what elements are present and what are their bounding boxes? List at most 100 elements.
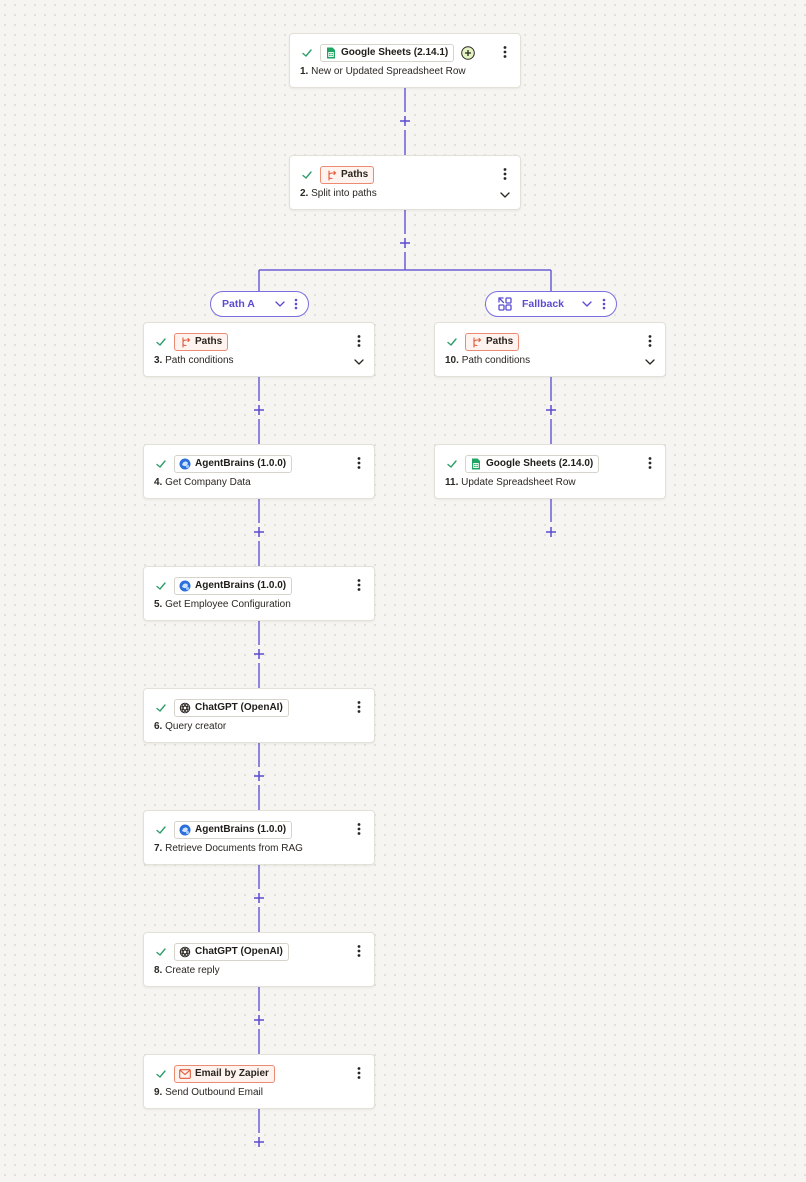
path-a-pill[interactable]: Path A bbox=[210, 291, 309, 317]
more-options-icon[interactable] bbox=[352, 454, 366, 472]
app-badge: Email by Zapier bbox=[174, 1065, 275, 1083]
app-name: AgentBrains (1.0.0) bbox=[195, 458, 287, 469]
app-badge: ChatGPT (OpenAI) bbox=[174, 699, 289, 717]
step-card-1[interactable]: Google Sheets (2.14.1) 1. New or Updated… bbox=[289, 33, 521, 88]
step-card-3[interactable]: Paths 3. Path conditions bbox=[143, 322, 375, 377]
fallback-path-pill[interactable]: Fallback bbox=[485, 291, 617, 317]
step-title: Create reply bbox=[165, 965, 220, 976]
app-badge: AgentBrains (1.0.0) bbox=[174, 821, 293, 839]
add-step-button[interactable] bbox=[251, 890, 267, 906]
check-icon bbox=[154, 701, 168, 715]
step-number: 4. bbox=[154, 477, 163, 488]
add-step-button[interactable] bbox=[397, 113, 413, 129]
more-options-icon[interactable] bbox=[498, 43, 512, 61]
step-card-8[interactable]: ChatGPT (OpenAI) 8. Create reply bbox=[143, 932, 375, 987]
check-icon bbox=[154, 823, 168, 837]
add-step-button[interactable] bbox=[543, 524, 559, 540]
step-number: 2. bbox=[300, 188, 309, 199]
step-number: 10. bbox=[445, 355, 459, 366]
step-title-row: 9. Send Outbound Email bbox=[154, 1087, 263, 1098]
step-card-2[interactable]: Paths 2. Split into paths bbox=[289, 155, 521, 210]
check-icon bbox=[154, 579, 168, 593]
path-label: Path A bbox=[222, 298, 255, 310]
step-title: Get Employee Configuration bbox=[165, 599, 291, 610]
app-badge: Google Sheets (2.14.0) bbox=[465, 455, 600, 473]
add-step-button[interactable] bbox=[251, 402, 267, 418]
step-number: 11. bbox=[445, 477, 459, 488]
chevron-down-icon[interactable] bbox=[353, 356, 365, 368]
openai-icon bbox=[179, 946, 191, 958]
fallback-icon bbox=[497, 296, 513, 312]
more-options-icon[interactable] bbox=[352, 576, 366, 594]
add-step-button[interactable] bbox=[251, 524, 267, 540]
step-title-row: 4. Get Company Data bbox=[154, 477, 251, 488]
step-card-7[interactable]: AgentBrains (1.0.0) 7. Retrieve Document… bbox=[143, 810, 375, 865]
step-number: 1. bbox=[300, 66, 309, 77]
add-step-button[interactable] bbox=[251, 768, 267, 784]
check-icon bbox=[154, 945, 168, 959]
step-title-row: 11. Update Spreadsheet Row bbox=[445, 477, 576, 488]
agentbrains-icon bbox=[179, 458, 191, 470]
step-title-row: 1. New or Updated Spreadsheet Row bbox=[300, 66, 466, 77]
app-badge: Google Sheets (2.14.1) bbox=[320, 44, 455, 62]
more-options-icon[interactable] bbox=[352, 332, 366, 350]
step-number: 3. bbox=[154, 355, 163, 366]
step-card-4[interactable]: AgentBrains (1.0.0) 4. Get Company Data bbox=[143, 444, 375, 499]
app-name: Google Sheets (2.14.1) bbox=[341, 47, 449, 58]
chevron-down-icon[interactable] bbox=[499, 189, 511, 201]
add-step-button[interactable] bbox=[397, 235, 413, 251]
app-name: Google Sheets (2.14.0) bbox=[486, 458, 594, 469]
step-title: Split into paths bbox=[311, 188, 377, 199]
step-card-10[interactable]: Paths 10. Path conditions bbox=[434, 322, 666, 377]
app-name: Paths bbox=[486, 336, 514, 347]
step-title: Path conditions bbox=[165, 355, 234, 366]
more-options-icon[interactable] bbox=[643, 454, 657, 472]
path-label: Fallback bbox=[522, 298, 565, 310]
chevron-down-icon[interactable] bbox=[644, 356, 656, 368]
chevron-down-icon[interactable] bbox=[581, 298, 593, 310]
email-icon bbox=[179, 1068, 191, 1080]
more-options-icon[interactable] bbox=[292, 297, 300, 311]
step-number: 8. bbox=[154, 965, 163, 976]
chevron-down-icon[interactable] bbox=[274, 298, 286, 310]
app-name: Email by Zapier bbox=[195, 1068, 269, 1079]
check-icon bbox=[445, 457, 459, 471]
more-options-icon[interactable] bbox=[643, 332, 657, 350]
step-title: Query creator bbox=[165, 721, 227, 732]
add-step-button[interactable] bbox=[251, 646, 267, 662]
step-card-6[interactable]: ChatGPT (OpenAI) 6. Query creator bbox=[143, 688, 375, 743]
step-title: New or Updated Spreadsheet Row bbox=[311, 66, 466, 77]
more-options-icon[interactable] bbox=[352, 1064, 366, 1082]
add-step-button[interactable] bbox=[543, 402, 559, 418]
check-icon bbox=[300, 46, 314, 60]
step-title-row: 2. Split into paths bbox=[300, 188, 377, 199]
step-title: Path conditions bbox=[461, 355, 531, 366]
more-options-icon[interactable] bbox=[352, 820, 366, 838]
check-icon bbox=[154, 457, 168, 471]
app-badge: ChatGPT (OpenAI) bbox=[174, 943, 289, 961]
check-icon bbox=[445, 335, 459, 349]
step-card-9[interactable]: Email by Zapier 9. Send Outbound Email bbox=[143, 1054, 375, 1109]
add-circle-icon[interactable] bbox=[460, 45, 476, 61]
step-number: 5. bbox=[154, 599, 163, 610]
step-number: 6. bbox=[154, 721, 163, 732]
app-badge: AgentBrains (1.0.0) bbox=[174, 577, 293, 595]
more-options-icon[interactable] bbox=[352, 942, 366, 960]
more-options-icon[interactable] bbox=[352, 698, 366, 716]
step-card-5[interactable]: AgentBrains (1.0.0) 5. Get Employee Conf… bbox=[143, 566, 375, 621]
paths-icon bbox=[470, 336, 482, 348]
google-sheets-icon bbox=[470, 458, 482, 470]
step-card-11[interactable]: Google Sheets (2.14.0) 11. Update Spread… bbox=[434, 444, 666, 499]
app-name: Paths bbox=[195, 336, 223, 347]
more-options-icon[interactable] bbox=[600, 297, 608, 311]
app-badge: AgentBrains (1.0.0) bbox=[174, 455, 293, 473]
add-step-button[interactable] bbox=[251, 1134, 267, 1150]
app-name: AgentBrains (1.0.0) bbox=[195, 580, 287, 591]
more-options-icon[interactable] bbox=[498, 165, 512, 183]
add-step-button[interactable] bbox=[251, 1012, 267, 1028]
step-title-row: 6. Query creator bbox=[154, 721, 226, 732]
paths-icon bbox=[179, 336, 191, 348]
app-name: Paths bbox=[341, 169, 369, 180]
step-title-row: 10. Path conditions bbox=[445, 355, 530, 366]
